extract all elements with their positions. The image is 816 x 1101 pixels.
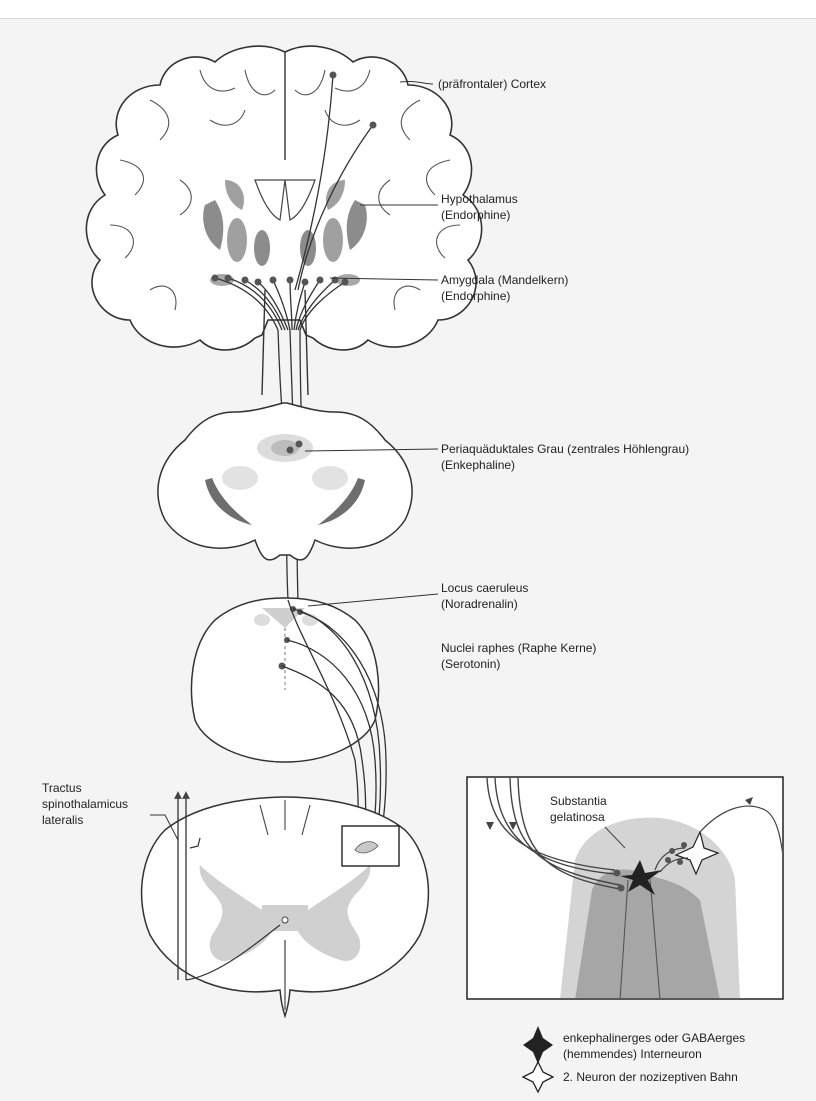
label-pag-line2: (Enkephaline) xyxy=(441,457,689,473)
label-tractus-line1: Tractus xyxy=(42,780,128,796)
brain-section xyxy=(86,46,481,395)
label-locus-caeruleus: Locus caeruleus (Noradrenalin) xyxy=(441,580,528,612)
filled-black-star-icon xyxy=(523,1026,553,1064)
label-locus-line1: Locus caeruleus xyxy=(441,580,528,596)
label-pag-line1: Periaquäduktales Grau (zentrales Höhleng… xyxy=(441,441,689,457)
legend xyxy=(523,1026,553,1092)
label-substantia-gelatinosa: Substantia gelatinosa xyxy=(550,793,607,825)
label-periaqueductal-gray: Periaquäduktales Grau (zentrales Höhleng… xyxy=(441,441,689,473)
label-nuclei-raphes: Nuclei raphes (Raphe Kerne) (Serotonin) xyxy=(441,640,596,672)
label-locus-line2: (Noradrenalin) xyxy=(441,596,528,612)
legend-second-neuron: 2. Neuron der nozizeptiven Bahn xyxy=(563,1069,738,1085)
legend-inhibitory-line1: enkephalinerges oder GABAerges xyxy=(563,1030,745,1046)
label-amygdala-line1: Amygdala (Mandelkern) xyxy=(441,272,568,288)
label-hypothalamus-line1: Hypothalamus xyxy=(441,191,518,207)
label-substantia-line2: gelatinosa xyxy=(550,809,607,825)
label-cortex: (präfrontaler) Cortex xyxy=(438,76,546,92)
legend-inhibitory-interneuron: enkephalinerges oder GABAerges (hemmende… xyxy=(563,1030,745,1062)
label-amygdala: Amygdala (Mandelkern) (Endorphine) xyxy=(441,272,568,304)
label-tractus: Tractus spinothalamicus lateralis xyxy=(42,780,128,828)
legend-second-neuron-text: 2. Neuron der nozizeptiven Bahn xyxy=(563,1069,738,1085)
label-hypothalamus: Hypothalamus (Endorphine) xyxy=(441,191,518,223)
label-tractus-line2: spinothalamicus xyxy=(42,796,128,812)
label-hypothalamus-line2: (Endorphine) xyxy=(441,207,518,223)
label-substantia-line1: Substantia xyxy=(550,793,607,809)
hollow-star-icon xyxy=(523,1062,553,1092)
medulla-section xyxy=(192,598,379,762)
label-tractus-line3: lateralis xyxy=(42,812,128,828)
midbrain-section xyxy=(158,403,412,560)
inset-substantia-gelatinosa xyxy=(467,777,785,1000)
label-amygdala-line2: (Endorphine) xyxy=(441,288,568,304)
spinal-cord-section xyxy=(142,795,429,1016)
legend-inhibitory-line2: (hemmendes) Interneuron xyxy=(563,1046,745,1062)
label-cortex-text: (präfrontaler) Cortex xyxy=(438,76,546,92)
label-raphe-line1: Nuclei raphes (Raphe Kerne) xyxy=(441,640,596,656)
label-raphe-line2: (Serotonin) xyxy=(441,656,596,672)
